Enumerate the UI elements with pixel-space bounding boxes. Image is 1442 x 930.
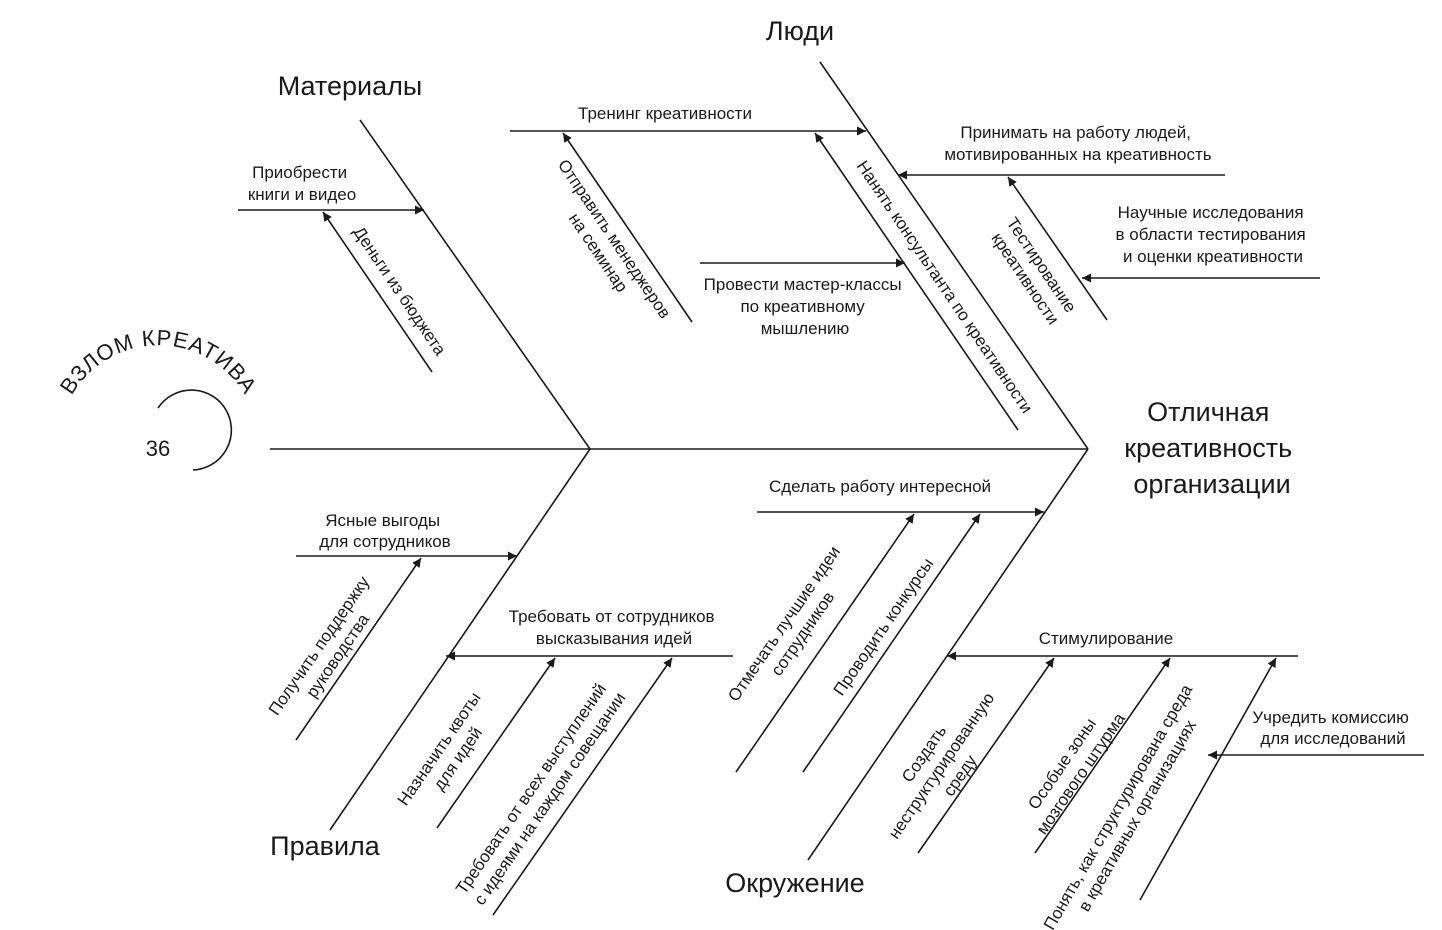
page-number: 36	[146, 436, 170, 461]
category-environment: Окружение	[725, 868, 864, 898]
brainstorm-zones-arrow	[1034, 657, 1171, 854]
cause-hire-motivated: Принимать на работу людей, мотивированны…	[944, 123, 1211, 164]
hold-contests-arrow	[802, 513, 981, 773]
cause-interesting-work: Сделать работу интересной	[769, 477, 991, 496]
cause-management-support: Получить поддержку руководства	[265, 569, 394, 731]
budget-money-arrow	[322, 211, 433, 373]
send-managers-arrow	[562, 132, 693, 323]
management-support-arrow	[295, 557, 422, 741]
people-bone	[819, 61, 1089, 450]
category-people: Люди	[766, 16, 834, 46]
understand-env-arrow	[1139, 657, 1277, 901]
idea-quotas-arrow	[436, 657, 556, 829]
cause-budget-money: Деньги из бюджета	[349, 223, 449, 359]
materials-bone	[359, 119, 591, 450]
cause-idea-quotas: Назначить квоты для идей	[394, 685, 505, 821]
cause-ideas-every-meeting: Требовать от всех выступлений с идеями н…	[452, 676, 630, 909]
cause-send-managers: Отправить менеджеров на семинар	[537, 156, 678, 338]
cause-demand-ideas: Требовать от сотрудников высказывания ид…	[509, 607, 720, 648]
cause-scientific-research: Научные исследования в области тестирова…	[1116, 203, 1311, 266]
hire-consultant-arrow	[814, 132, 1019, 431]
mark-best-ideas-arrow	[735, 513, 915, 773]
cause-buy-books: Приобрести книги и видео	[248, 163, 356, 204]
category-rules: Правила	[270, 831, 381, 861]
cause-research-commission: Учредить комиссию для исследований	[1252, 708, 1413, 748]
cause-creativity-training: Тренинг креативности	[578, 104, 752, 123]
creativity-testing-arrow	[1007, 176, 1108, 321]
book-title: ВЗЛОМ КРЕАТИВА	[55, 325, 262, 398]
cause-unstructured-env: Создать неструктурированную среду	[867, 673, 1018, 854]
effect-label: Отличная креативность организации	[1124, 397, 1299, 499]
cause-master-classes: Провести мастер-классы по креативному мы…	[704, 275, 907, 338]
ideas-every-meeting-arrow	[492, 657, 673, 916]
rules-bone	[329, 448, 591, 831]
cause-clear-benefits: Ясные выгоды для сотрудников	[319, 511, 450, 551]
cause-creativity-testing: Тестирование креативности	[985, 214, 1082, 332]
category-materials: Материалы	[278, 71, 423, 101]
book-badge: ВЗЛОМ КРЕАТИВА 36	[55, 325, 262, 471]
unstructured-env-arrow	[917, 657, 1055, 854]
cause-hold-contests: Проводить конкурсы	[830, 555, 938, 700]
cause-stimulation: Стимулирование	[1039, 629, 1174, 648]
page-number-arc	[157, 389, 233, 471]
